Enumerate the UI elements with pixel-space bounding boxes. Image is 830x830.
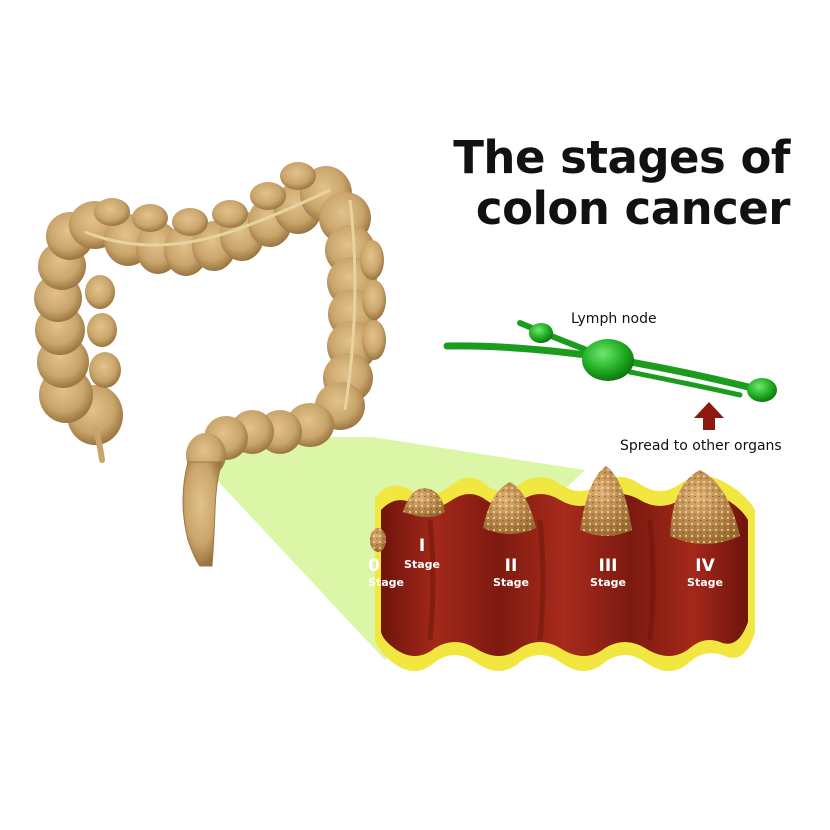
tumor-stage-1 xyxy=(403,488,445,517)
tumor-stage-4 xyxy=(670,470,740,544)
transverse-colon xyxy=(69,162,352,276)
stage-2-number: II xyxy=(504,556,518,576)
tissue-cross-section xyxy=(375,475,755,671)
stage-1-word: Stage xyxy=(404,558,440,571)
rectum xyxy=(182,461,223,567)
stage-0-number: 0 xyxy=(368,556,380,576)
lymph-node-small xyxy=(529,323,553,343)
tumor-stage-3 xyxy=(580,466,632,536)
stage-3-word: Stage xyxy=(590,576,626,589)
page-title-line-1: The stages of xyxy=(453,131,790,184)
tumors xyxy=(370,466,740,552)
lymph-node-large xyxy=(582,339,634,381)
stage-3-number: III xyxy=(598,556,618,576)
ascending-colon xyxy=(34,212,123,463)
tumor-stage-0 xyxy=(370,528,386,552)
descending-colon xyxy=(315,192,386,430)
stage-4-word: Stage xyxy=(687,576,723,589)
spread-label: Spread to other organs xyxy=(620,438,782,454)
lymph-node-label: Lymph node xyxy=(571,311,657,327)
stage-4-number: IV xyxy=(695,556,715,576)
spread-arrow-icon xyxy=(694,402,724,430)
stage-0-word: Stage xyxy=(368,576,404,589)
page-title-line-2: colon cancer xyxy=(475,182,791,235)
stage-2-word: Stage xyxy=(493,576,529,589)
stage-1-number: I xyxy=(418,536,426,556)
lymph-node-right xyxy=(747,378,777,402)
tumor-stage-2 xyxy=(483,482,536,534)
